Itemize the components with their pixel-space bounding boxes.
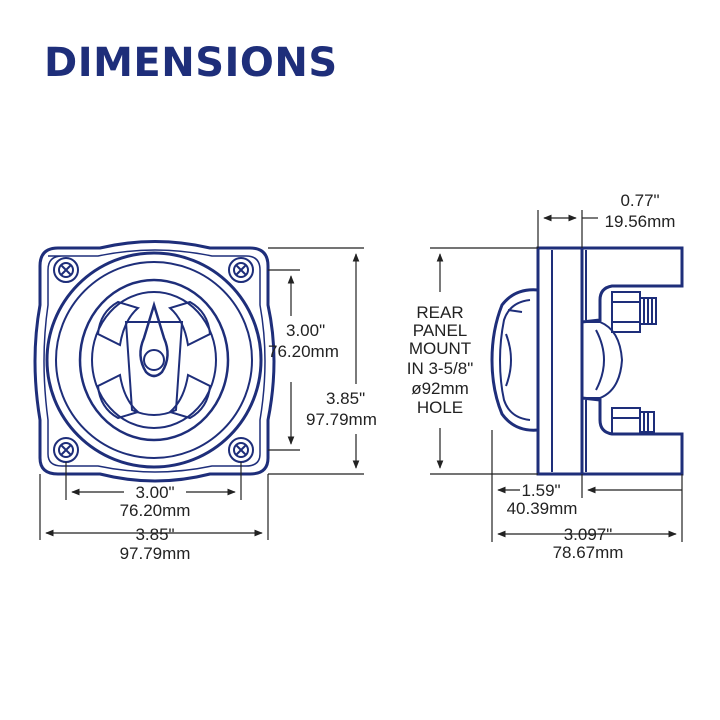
- side-mount-note-line-1: REAR: [416, 303, 463, 322]
- side-terminal-top: [580, 246, 684, 324]
- side-terminal-depth-mm: 19.56mm: [605, 212, 676, 231]
- front-view: [33, 240, 276, 483]
- side-mount-note-line-2: PANEL: [413, 321, 468, 340]
- side-terminal-depth-in: 0.77": [620, 191, 659, 210]
- side-terminal-bottom: [580, 396, 684, 476]
- side-view: [490, 246, 684, 476]
- side-flange: [536, 246, 584, 476]
- side-knob-depth-in: 1.59": [521, 481, 560, 500]
- front-hole-spacing-h-mm: 76.20mm: [120, 501, 191, 520]
- front-screw-bottom-right: [228, 437, 254, 463]
- front-hole-spacing-v-mm: 76.20mm: [268, 342, 339, 361]
- side-knob: [490, 288, 540, 432]
- side-overall-depth-mm: 78.67mm: [553, 543, 624, 562]
- front-hole-spacing-v-in: 3.00": [286, 321, 325, 340]
- page-title: DIMENSIONS: [44, 40, 338, 86]
- front-hole-spacing-h-in: 3.00": [135, 483, 174, 502]
- side-overall-depth-in: 3.097": [564, 525, 613, 544]
- front-overall-width-mm: 97.79mm: [120, 544, 191, 563]
- front-body-outline: [33, 240, 276, 483]
- side-mount-note-line-5: ø92mm: [411, 379, 469, 398]
- side-mount-note-line-4: IN 3-5/8": [407, 359, 474, 378]
- front-screw-bottom-left: [53, 437, 79, 463]
- side-stud-top: [611, 291, 657, 333]
- side-stud-bottom: [611, 407, 655, 435]
- side-knob-depth-mm: 40.39mm: [507, 499, 578, 518]
- front-overall-height-mm: 97.79mm: [306, 410, 377, 429]
- front-overall-width-in: 3.85": [135, 525, 174, 544]
- front-bezel-outer: [45, 251, 263, 469]
- front-screw-top-left: [53, 257, 79, 283]
- front-knob: [96, 300, 212, 420]
- front-screw-top-right: [228, 257, 254, 283]
- front-knob-ring: [78, 278, 230, 442]
- side-mount-note-line-3: MOUNT: [409, 339, 471, 358]
- front-overall-height-in: 3.85": [326, 389, 365, 408]
- side-mount-note-line-6: HOLE: [417, 398, 463, 417]
